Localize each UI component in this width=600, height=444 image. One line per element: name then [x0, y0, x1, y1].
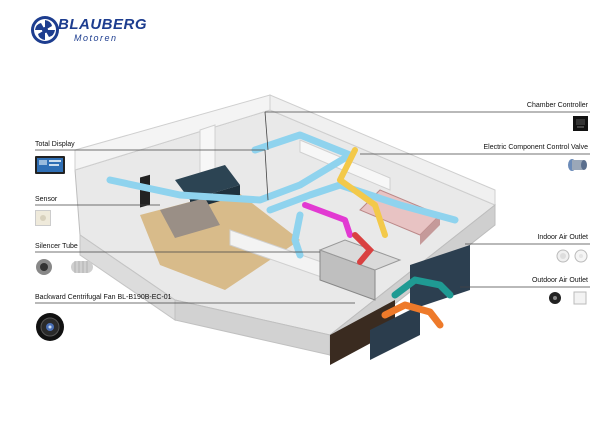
- duct-red: [352, 232, 375, 265]
- label-indoor-air-outlet: Indoor Air Outlet: [537, 234, 588, 241]
- label-outdoor-air-outlet: Outdoor Air Outlet: [531, 277, 588, 284]
- chamber-controller-icon: [573, 116, 588, 131]
- indoor-air-outlet-icon: [556, 249, 588, 263]
- duct-yellow: [337, 147, 388, 238]
- label-ec-control-valve: Electric Component Control Valve: [483, 144, 588, 151]
- duct-magenta: [302, 202, 353, 238]
- brand-name: BLAUBERG: [58, 16, 147, 33]
- duct-blue-2: [266, 181, 459, 224]
- outdoor-air-outlet-icon: [549, 291, 587, 305]
- brand-subtitle: Motoren: [74, 33, 118, 43]
- label-silencer-tube: Silencer Tube: [35, 243, 78, 250]
- label-backward-fan: Backward Centrifugal Fan BL-B190B-EC-01: [35, 294, 172, 301]
- sensor-icon: [35, 210, 51, 226]
- duct-blue-3: [291, 211, 304, 259]
- label-chamber-controller: Chamber Controller: [526, 102, 588, 109]
- kitchen-counter: [330, 300, 395, 365]
- sofa: [175, 165, 240, 200]
- total-display-icon: [35, 156, 65, 174]
- duct-blue: [106, 131, 354, 204]
- duct-teal: [391, 276, 454, 299]
- ec-control-valve-icon: [568, 159, 587, 171]
- fan-logo-icon: [31, 16, 59, 44]
- backward-fan-icon: [36, 313, 64, 341]
- duct-orange: [381, 301, 444, 329]
- label-sensor: Sensor: [35, 196, 58, 203]
- label-total-display: Total Display: [35, 141, 75, 148]
- silencer-tube-icon: [36, 259, 93, 275]
